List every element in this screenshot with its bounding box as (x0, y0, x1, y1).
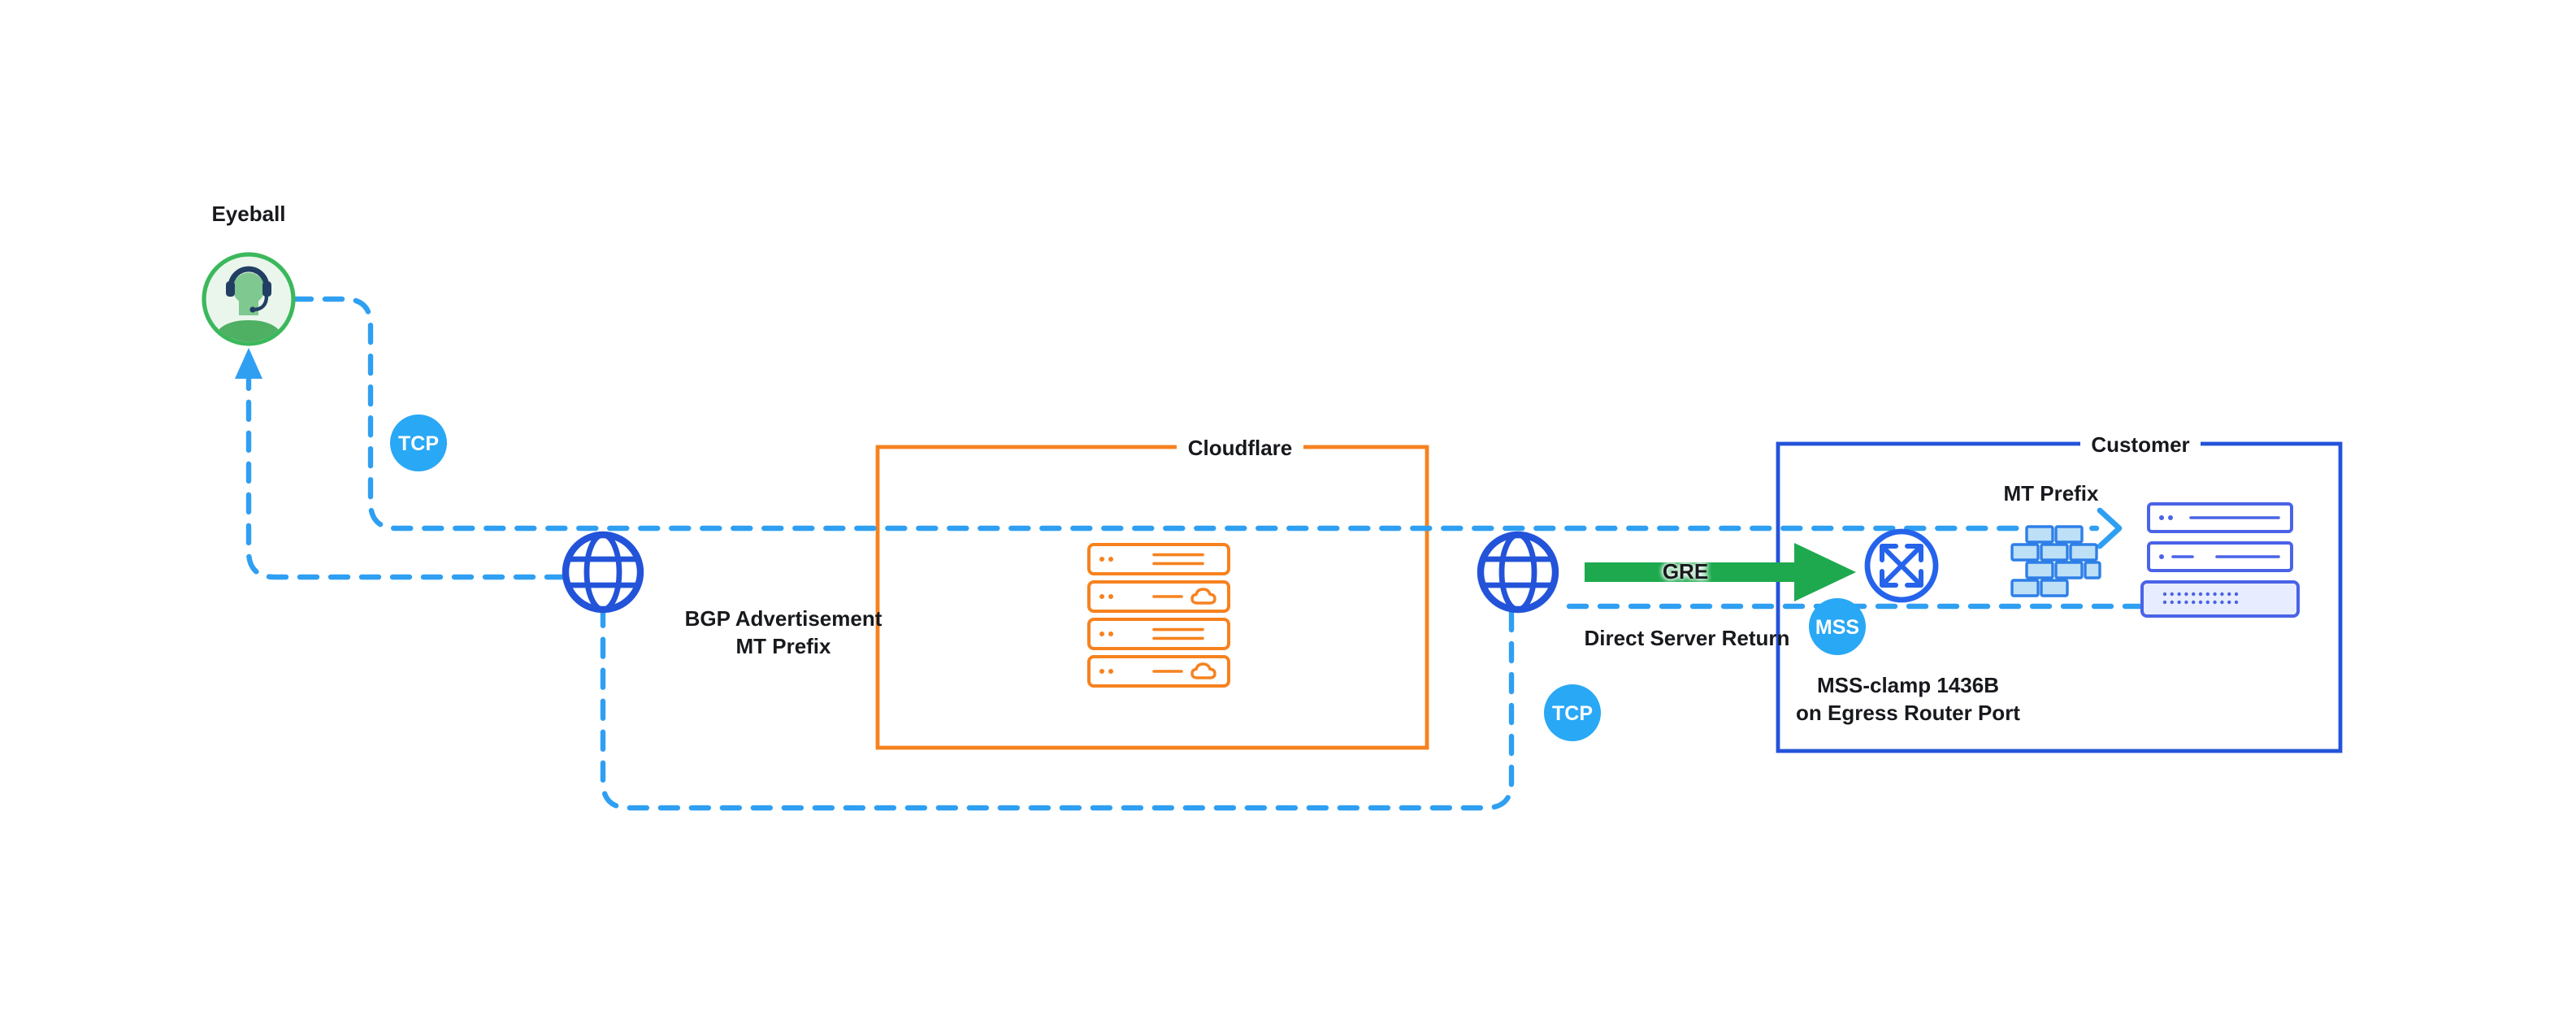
firewall-icon (2010, 525, 2101, 597)
mt-prefix-label: MT Prefix (2003, 481, 2099, 506)
bgp-advertisement-line1: BGP Advertisement (684, 606, 883, 631)
mss-clamp-line2: on Egress Router Port (1796, 701, 2020, 725)
cloudflare-server-stack-icon (1087, 543, 1230, 686)
person-headset-icon (202, 252, 296, 346)
bottom-return-line (600, 610, 1515, 811)
cloudflare-box-label-text: Cloudflare (1176, 436, 1304, 460)
globe-icon-left (566, 535, 640, 610)
tcp-badge-lower: TCP (1544, 684, 1601, 741)
bgp-advertisement-label: BGP Advertisement MT Prefix (637, 605, 930, 660)
cloudflare-box (875, 445, 1429, 750)
request-path-line (291, 296, 2100, 532)
customer-box (1776, 441, 2343, 753)
up-arrowhead-icon (235, 348, 262, 379)
bgp-advertisement-line2: MT Prefix (735, 634, 831, 658)
router-icon (1864, 528, 1939, 603)
request-arrowhead-icon (2097, 507, 2123, 549)
cloudflare-box-label: Cloudflare (1078, 434, 1403, 463)
eyeball-label: Eyeball (211, 202, 286, 226)
mss-badge: MSS (1809, 598, 1866, 655)
mss-clamp-label: MSS-clamp 1436B on Egress Router Port (1729, 671, 2087, 727)
gre-label: GRE (1662, 559, 1709, 584)
globe-icon-right (1481, 535, 1555, 610)
mss-clamp-line1: MSS-clamp 1436B (1817, 673, 1999, 697)
return-to-eyeball-line (245, 374, 567, 580)
gre-arrow (1585, 543, 1856, 601)
tcp-badge-upper: TCP (390, 415, 447, 471)
direct-server-return-label: Direct Server Return (1584, 626, 1790, 650)
customer-box-label-text: Customer (2079, 432, 2201, 457)
customer-server-stack-icon (2140, 502, 2300, 618)
customer-box-label: Customer (1978, 431, 2303, 460)
